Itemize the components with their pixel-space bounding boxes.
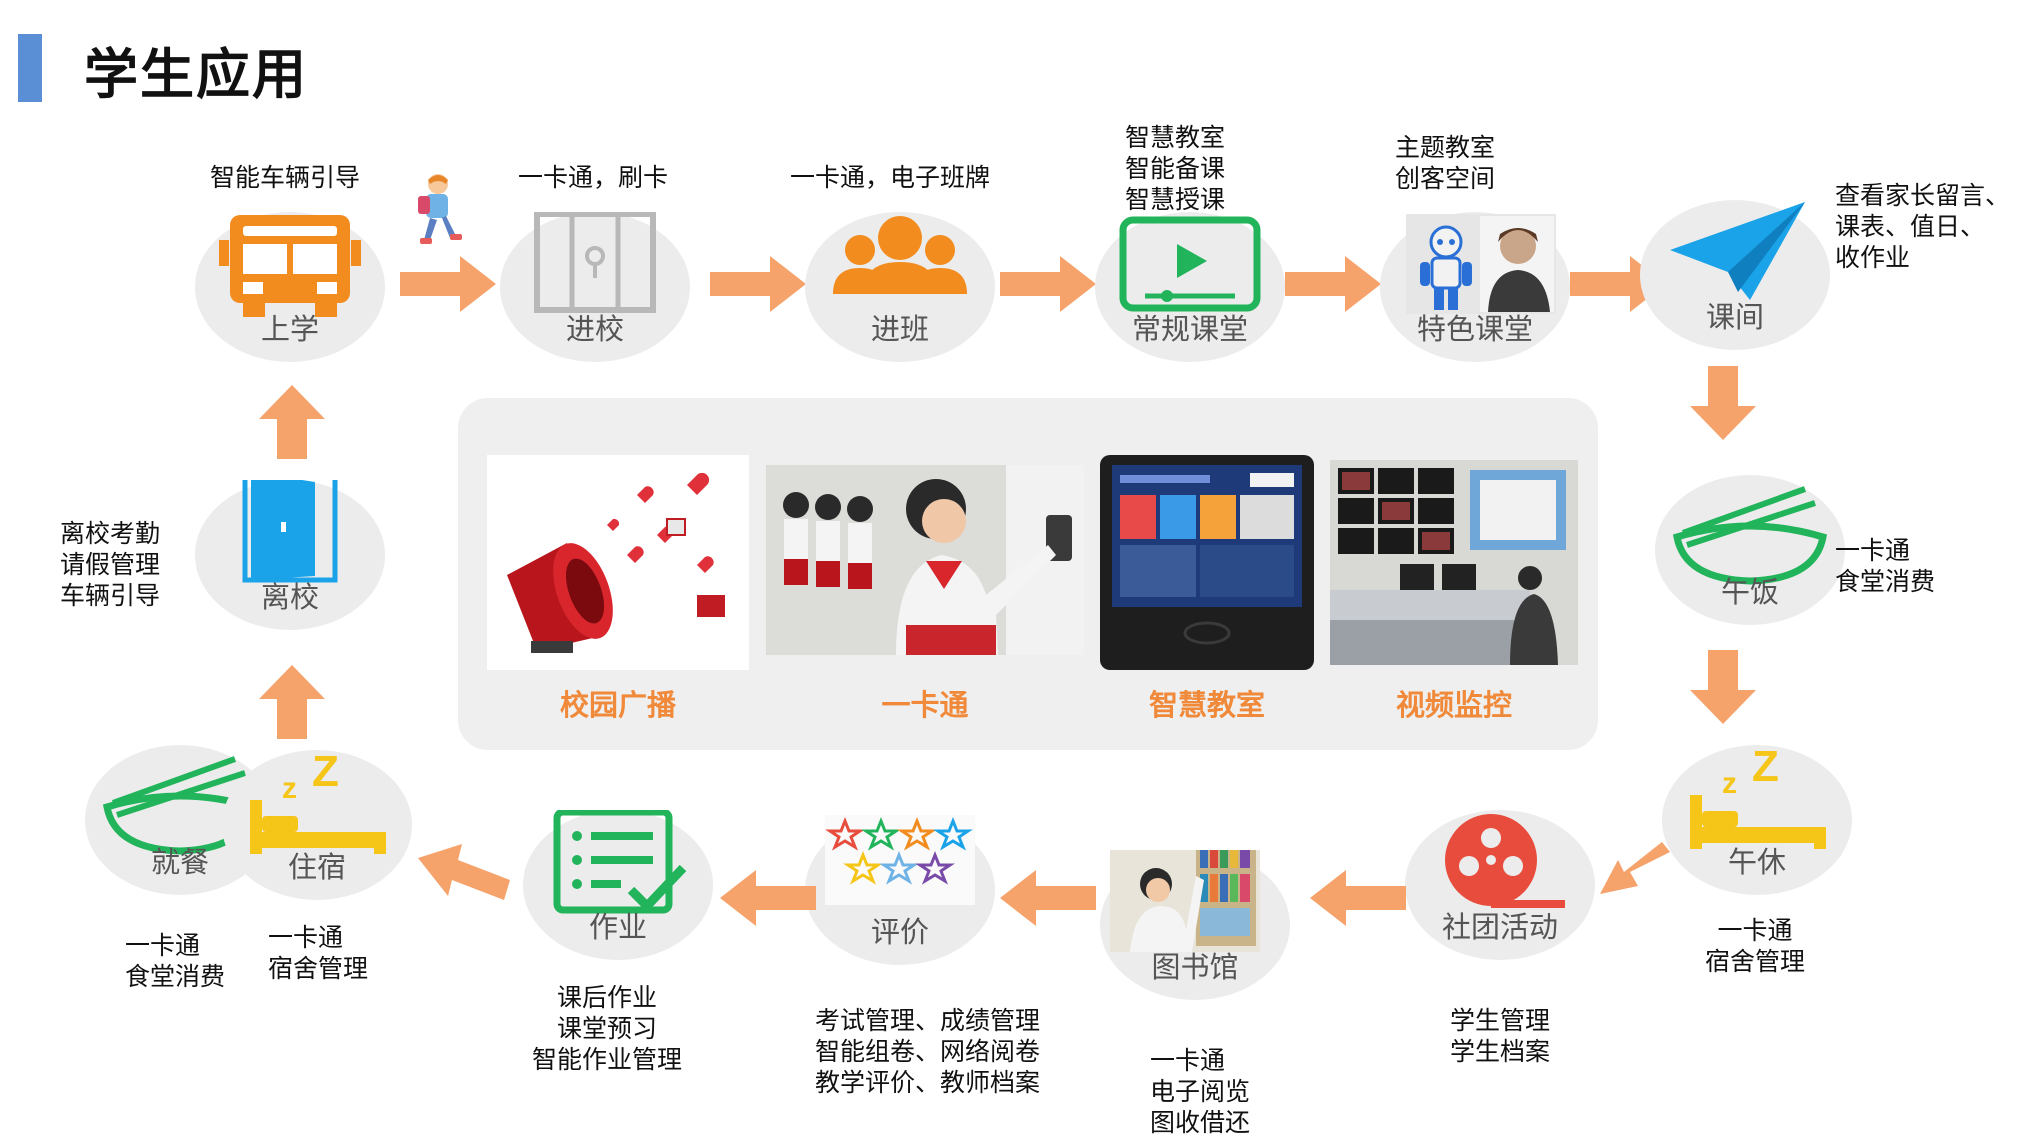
node-label: 午饭 [1720,575,1779,609]
node-label: 离校 [260,580,319,614]
node-jinban[interactable]: 进班 [805,212,995,362]
gate-icon [534,212,656,313]
node-lixiao[interactable]: 离校 [195,480,385,630]
arrow-down [1690,366,1756,440]
node-shangxue[interactable]: 上学 [195,212,385,362]
student-walking-icon [418,174,462,244]
note-shangxue: 智能车辆引导 [210,163,361,192]
note-kejian: 查看家长留言、 课表、值日、 收作业 [1835,181,2011,272]
node-label: 社团活动 [1441,910,1558,944]
node-label: 午休 [1727,845,1786,879]
note-tese: 主题教室 创客空间 [1395,133,1496,193]
arrow-right [400,256,496,312]
panel-label-broadcast: 校园广播 [559,688,676,722]
node-label: 课间 [1705,300,1764,334]
node-label: 评价 [870,915,929,949]
library-photo-icon [1110,850,1260,952]
node-shetuan[interactable]: 社团活动 [1405,810,1595,960]
note-pingjia: 考试管理、成绩管理 智能组卷、网络阅卷 教学评价、教师档案 [815,1006,1041,1097]
node-label: 特色课堂 [1416,312,1533,346]
smart-classroom-terminal-photo [1100,455,1314,670]
arrow-left [720,870,816,926]
note-wuxiu: 一卡通 宿舍管理 [1705,916,1806,976]
svg-text:z: z [282,772,297,805]
arrow-left [418,844,510,900]
paper-plane-icon [1670,202,1805,300]
door-exit-icon [242,480,338,583]
note-wufan: 一卡通 食堂消费 [1835,536,1936,596]
film-reel-icon [1445,814,1565,908]
note-changgui: 智慧教室 智能备课 智慧授课 [1125,123,1226,214]
node-tese[interactable]: 特色课堂 [1380,212,1570,362]
node-label: 进校 [565,312,624,346]
note-jinban: 一卡通，电子班牌 [790,163,991,192]
group-people-icon [833,216,967,294]
svg-text:z: z [1722,767,1737,800]
bus-icon [219,215,361,317]
panel-label-smart-classroom: 智慧教室 [1148,688,1265,722]
video-surveillance-room-photo [1330,460,1578,665]
arrow-left [1310,870,1406,926]
node-label: 图书馆 [1151,950,1239,984]
svg-text:Z: Z [312,750,339,796]
svg-text:Z: Z [1752,745,1779,791]
node-kejian[interactable]: 课间 [1640,200,1830,350]
arrow-right [1285,256,1381,312]
arrow-up [259,385,325,459]
title-accent-bar [18,34,42,102]
arrow-down-left [1600,842,1670,894]
panel-label-surveillance: 视频监控 [1395,688,1512,722]
node-label: 上学 [260,312,319,346]
node-label: 住宿 [287,850,346,884]
broadcast-speaker-photo [487,455,749,670]
note-jinxiao: 一卡通，刷卡 [518,163,669,192]
node-wufan[interactable]: 午饭 [1655,475,1845,625]
note-zuoye: 课后作业 课堂预习 智能作业管理 [532,983,683,1074]
node-tushuguan[interactable]: 图书馆 [1100,850,1290,1000]
bed-sleep-icon: z Z [250,750,386,854]
page-title: 学生应用 [84,43,308,106]
arrow-down [1690,650,1756,724]
note-tushuguan: 一卡通 电子阅览 图收借还 [1150,1046,1251,1137]
node-label: 作业 [588,910,647,944]
video-screen-icon [1119,216,1261,312]
arrow-up [259,665,325,739]
node-jinxiao[interactable]: 进校 [500,212,690,362]
star-rating-icon [825,815,975,905]
node-zhusu[interactable]: z Z 住宿 [222,750,412,900]
student-card-photo [766,465,1084,655]
note-zhusu: 一卡通 宿舍管理 [268,923,369,983]
node-zuoye[interactable]: 作业 [523,810,713,960]
bed-sleep-icon: z Z [1690,745,1826,849]
node-wuxiu[interactable]: z Z 午休 [1662,745,1852,895]
arrow-left [1000,870,1096,926]
node-changgui[interactable]: 常规课堂 [1095,212,1285,362]
note-jiucan: 一卡通 食堂消费 [125,931,226,991]
arrow-right [710,256,806,312]
note-lixiao: 离校考勤 请假管理 车辆引导 [60,519,161,610]
bowl-chopsticks-icon [1672,486,1828,585]
node-label: 常规课堂 [1131,312,1248,346]
node-label: 进班 [870,312,929,346]
checklist-icon [553,810,687,914]
note-shetuan: 学生管理 学生档案 [1450,1006,1551,1066]
node-pingjia[interactable]: 评价 [805,815,995,965]
robot-student-photo-icon [1406,214,1556,314]
arrow-right [1000,256,1096,312]
node-label: 就餐 [150,845,209,879]
panel-label-card: 一卡通 [881,688,969,722]
